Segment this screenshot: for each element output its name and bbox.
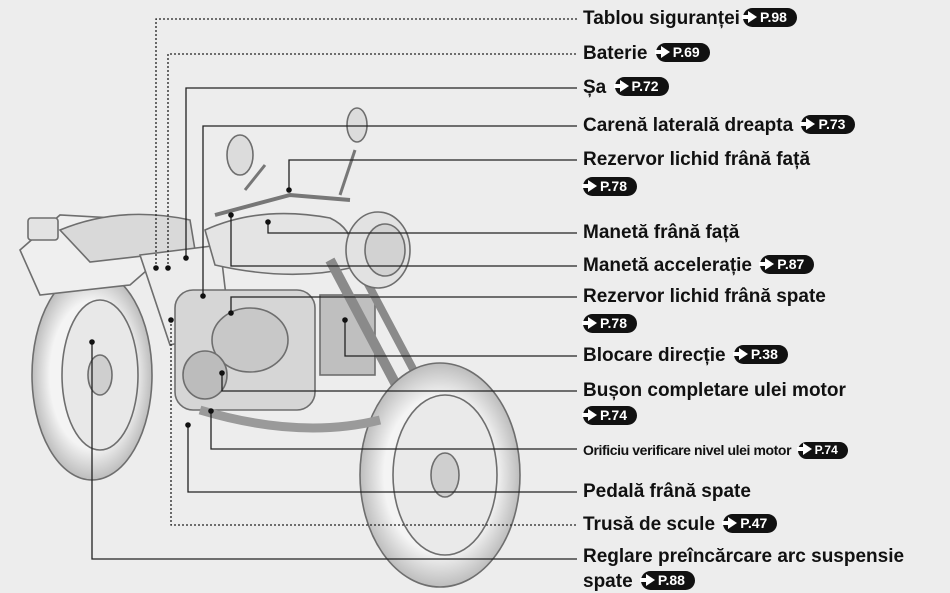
label-steering-lock: Blocare direcție P.38 xyxy=(583,345,788,367)
page-ref-link[interactable]: P.78 xyxy=(582,314,637,333)
arrow-right-icon xyxy=(613,80,629,92)
label-battery: Baterie P.69 xyxy=(583,43,710,65)
label-front-brake-lever: Manetă frână față xyxy=(583,222,740,243)
label-front-brake-reservoir-ref: P.78 xyxy=(582,177,637,199)
label-rear-brake-reservoir-ref: P.78 xyxy=(582,314,637,336)
label-front-brake-reservoir: Rezervor lichid frână față xyxy=(583,149,811,170)
arrow-right-icon xyxy=(741,11,757,23)
label-oil-filler-cap-ref: P.74 xyxy=(582,406,637,428)
label-right-side-cover: Carenă laterală dreapta P.73 xyxy=(583,115,856,137)
page-ref-link[interactable]: P.98 xyxy=(741,8,797,27)
arrow-right-icon xyxy=(654,46,670,58)
page-ref-link[interactable]: P.88 xyxy=(639,571,695,590)
label-rear-spring-preload-ref: spate P.88 xyxy=(583,571,695,593)
page-ref-link[interactable]: P.72 xyxy=(613,77,669,96)
label-oil-filler-cap: Bușon completare ulei motor xyxy=(583,380,846,401)
page-ref-link[interactable]: P.74 xyxy=(796,442,848,459)
arrow-right-icon xyxy=(722,517,738,529)
arrow-right-icon xyxy=(582,409,597,421)
motorcycle-illustration xyxy=(19,107,521,588)
label-seat: Șa P.72 xyxy=(583,77,669,99)
label-tool-kit: Trusă de scule P.47 xyxy=(583,514,778,536)
page-ref-link[interactable]: P.38 xyxy=(732,345,788,364)
arrow-right-icon xyxy=(582,180,597,192)
arrow-right-icon xyxy=(800,118,816,130)
page-ref-link[interactable]: P.47 xyxy=(722,514,778,533)
arrow-right-icon xyxy=(796,443,812,455)
page-ref-link[interactable]: P.73 xyxy=(800,115,856,134)
label-rear-brake-reservoir: Rezervor lichid frână spate xyxy=(583,286,826,307)
label-rear-brake-pedal: Pedală frână spate xyxy=(583,481,751,502)
page-ref-link[interactable]: P.74 xyxy=(582,406,637,425)
arrow-right-icon xyxy=(732,348,748,360)
leader-dots xyxy=(89,187,348,428)
arrow-right-icon xyxy=(639,574,655,586)
page-ref-link[interactable]: P.69 xyxy=(654,43,710,62)
page-ref-link[interactable]: P.78 xyxy=(582,177,637,196)
leader-lines xyxy=(91,18,577,560)
page-ref-link[interactable]: P.87 xyxy=(759,255,815,274)
arrow-right-icon xyxy=(582,317,597,329)
label-rear-spring-preload: Reglare preîncărcare arc suspensie xyxy=(583,546,905,567)
arrow-right-icon xyxy=(759,258,775,270)
label-throttle: Manetă accelerație P.87 xyxy=(583,255,815,277)
label-oil-level-check: Orificiu verificare nivel ulei motor P.7… xyxy=(583,439,848,461)
